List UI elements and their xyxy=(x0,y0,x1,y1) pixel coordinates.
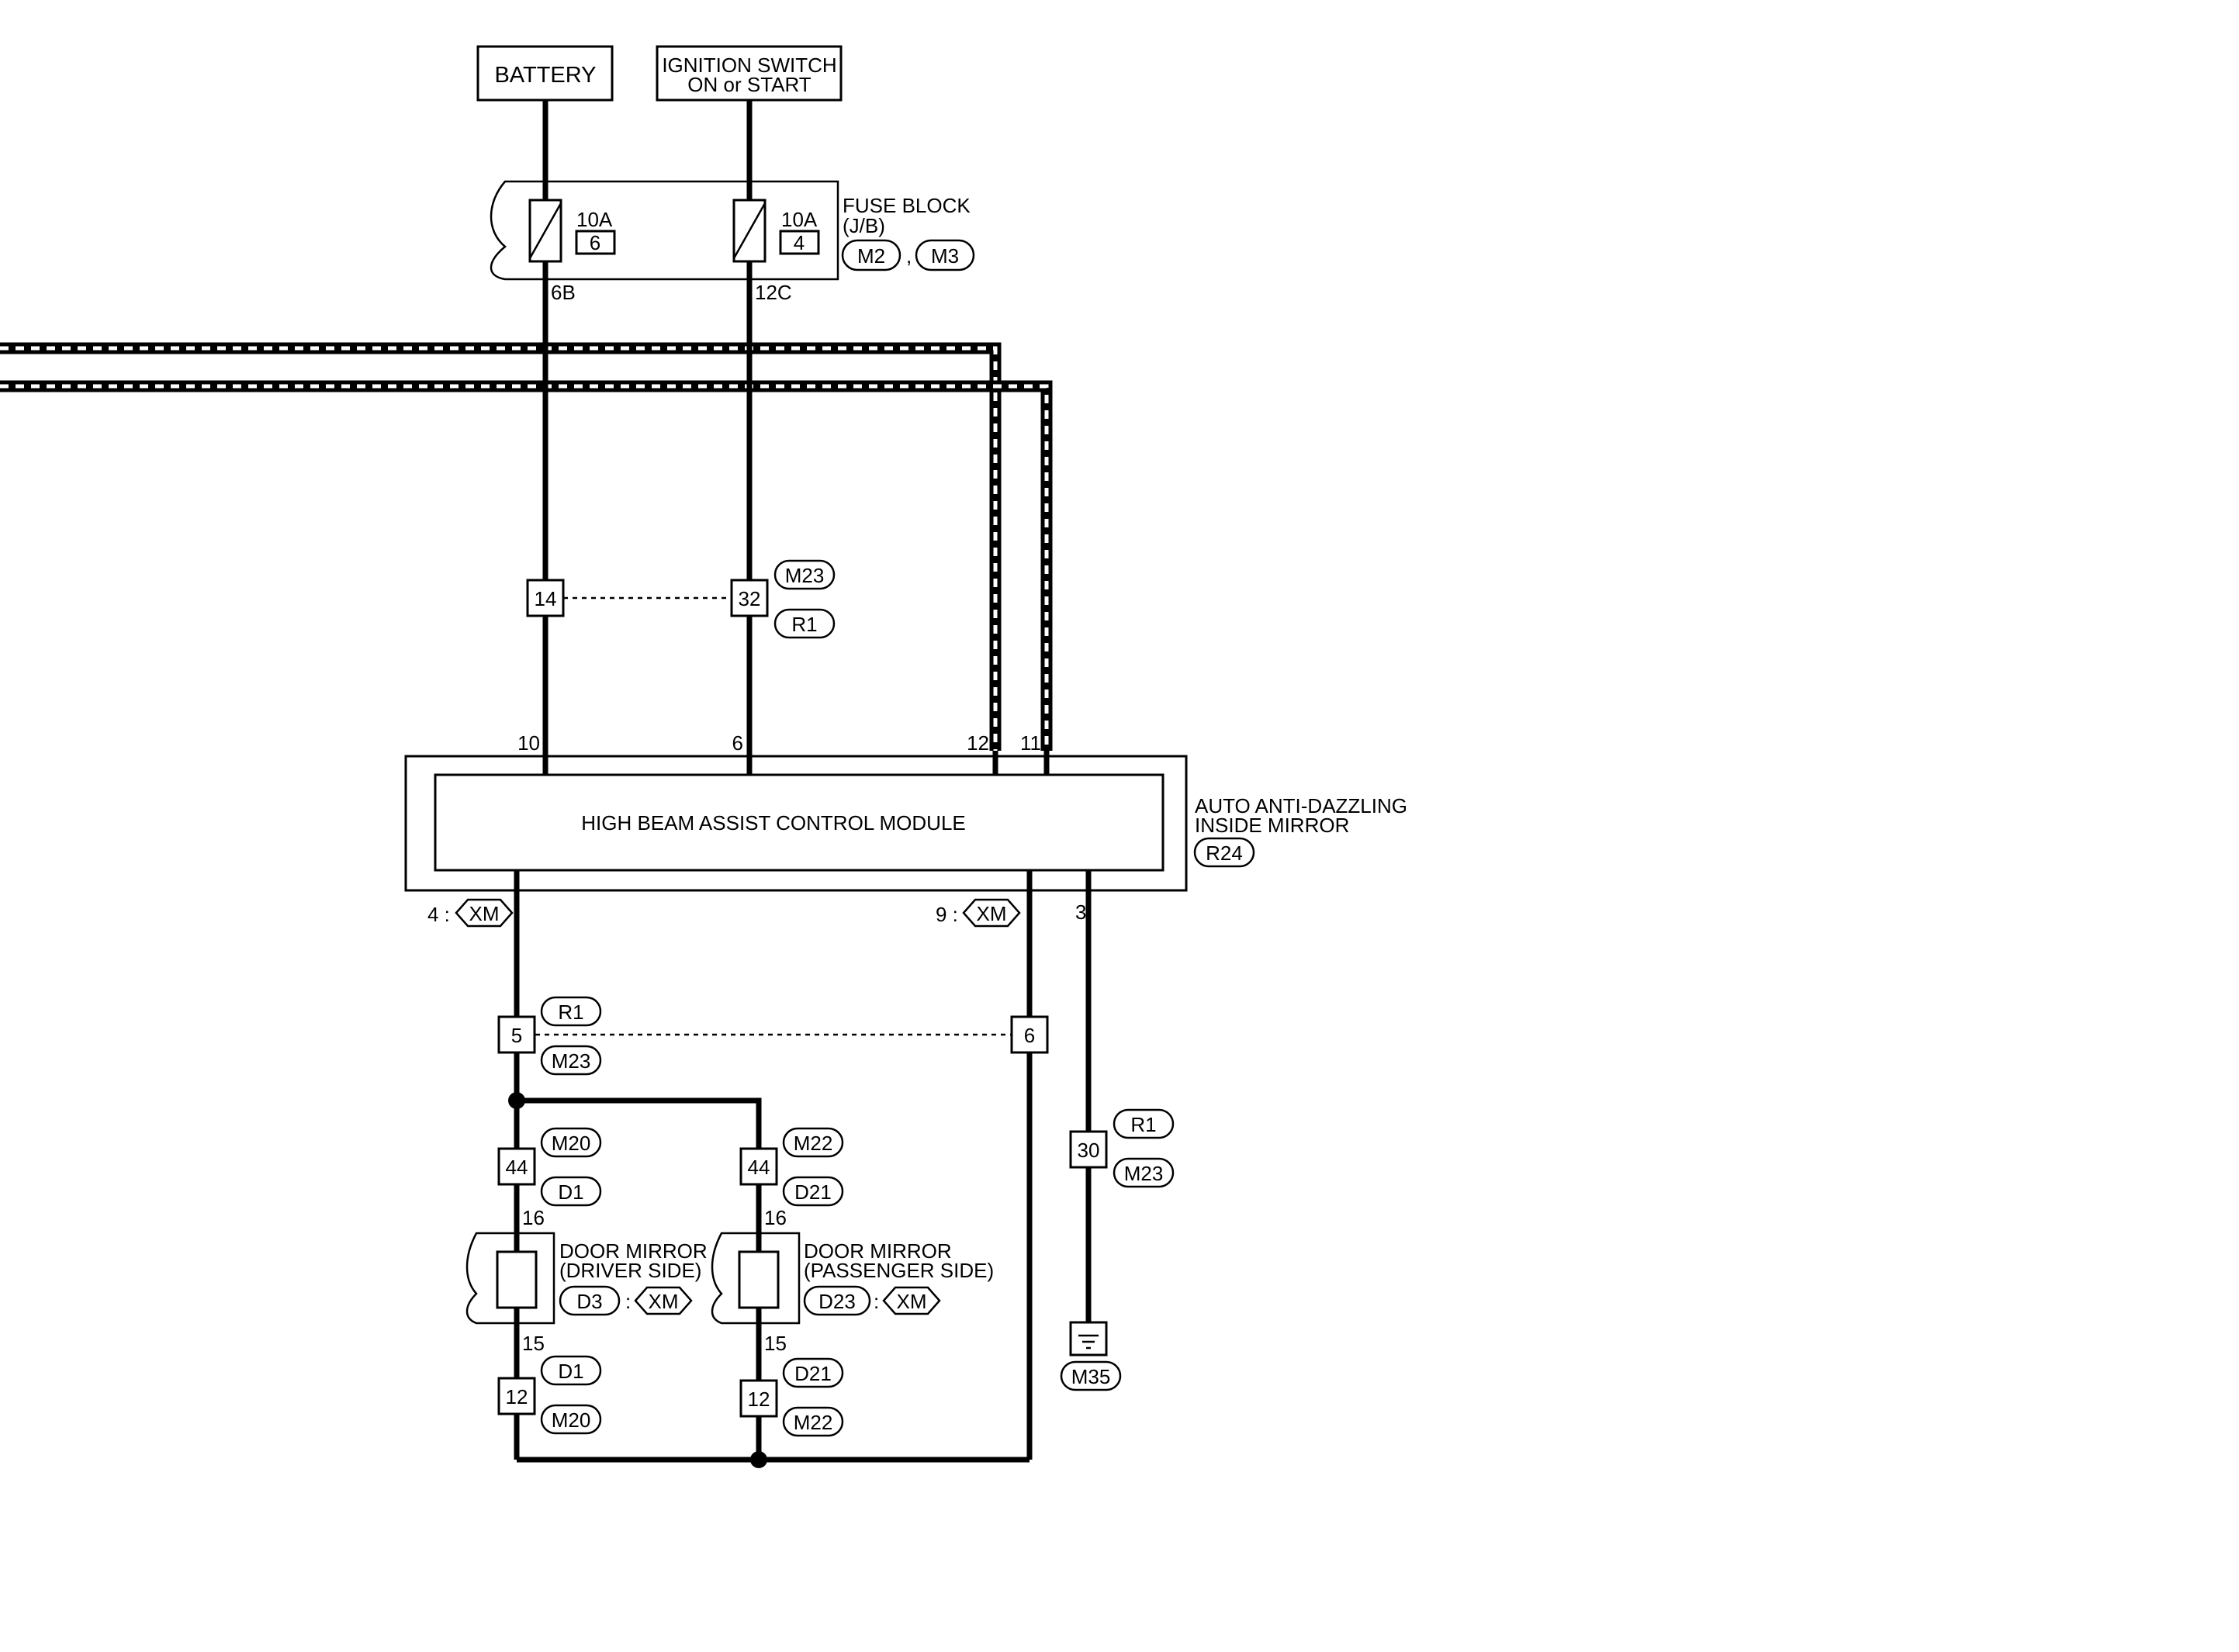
module-pin-3: 3 xyxy=(1075,900,1086,924)
passenger-variant: XM xyxy=(897,1290,927,1313)
fuse-conn-m3: M3 xyxy=(931,244,959,268)
fuse-conn-m2: M2 xyxy=(857,244,885,268)
module-name: HIGH BEAM ASSIST CONTROL MODULE xyxy=(581,811,966,835)
ground-symbol-icon xyxy=(1069,1321,1108,1357)
driver-conn-d1-top: D1 xyxy=(558,1180,583,1204)
passenger-terminal-16: 16 xyxy=(764,1206,787,1229)
joint-connector-upper: 14 32 M23 R1 xyxy=(526,559,836,639)
auto-anti-dazzling-mirror: HIGH BEAM ASSIST CONTROL MODULE 10 6 12 … xyxy=(404,731,1407,928)
fuse-block-sub: (J/B) xyxy=(843,214,885,237)
module-label-2: INSIDE MIRROR xyxy=(1195,814,1349,837)
fuse-block: 10A 6 10A 4 FUSE BLOCK (J/B) M2 , M3 6B … xyxy=(490,180,975,304)
module-pin4-variant: XM xyxy=(469,902,500,925)
module-pin-4: 4 : xyxy=(427,903,450,926)
driver-pin-44: 44 xyxy=(506,1156,528,1179)
fuse2-rating: 10A xyxy=(781,208,818,231)
driver-terminal-16: 16 xyxy=(522,1206,545,1229)
passenger-mirror-motor-icon xyxy=(738,1250,780,1309)
driver-mirror-motor-icon xyxy=(496,1250,538,1309)
module-pin-10: 10 xyxy=(517,731,540,755)
battery-source: BATTERY xyxy=(476,45,614,102)
passenger-terminal-15: 15 xyxy=(764,1332,787,1355)
fuse2-number: 4 xyxy=(794,231,805,254)
splice-upper xyxy=(508,1092,525,1109)
driver-conn-m20-top: M20 xyxy=(552,1132,591,1155)
driver-variant: XM xyxy=(649,1290,679,1313)
passenger-conn-m22-bottom: M22 xyxy=(794,1411,833,1434)
driver-conn-d3: D3 xyxy=(576,1290,602,1313)
passenger-conn-sep: : xyxy=(874,1290,879,1313)
module-pin9-variant: XM xyxy=(977,902,1007,925)
passenger-conn-m22-top: M22 xyxy=(794,1132,833,1155)
ground-circuit: 30 R1 M23 M35 xyxy=(1060,1108,1175,1391)
joint-upper-pin-14: 14 xyxy=(535,587,557,610)
joint-lower-pin-6: 6 xyxy=(1024,1024,1035,1047)
module-label-1: AUTO ANTI-DAZZLING xyxy=(1195,794,1407,817)
passenger-pin-44: 44 xyxy=(748,1156,770,1179)
passenger-pin-12: 12 xyxy=(748,1388,770,1411)
door-mirror-driver: 44 M20 D1 16 DOOR MIRROR (DRIVER SIDE) D… xyxy=(465,1127,708,1435)
module-pin-12: 12 xyxy=(967,731,989,755)
joint-upper-conn-r1: R1 xyxy=(791,613,817,636)
driver-pin-12: 12 xyxy=(506,1385,528,1408)
ignition-label-1: IGNITION SWITCH xyxy=(662,54,836,77)
module-conn-r24: R24 xyxy=(1206,842,1243,865)
driver-mirror-name-2: (DRIVER SIDE) xyxy=(559,1259,701,1282)
driver-conn-m20-bottom: M20 xyxy=(552,1408,591,1432)
joint-upper-conn-m23: M23 xyxy=(785,564,825,587)
door-mirror-passenger: 44 M22 D21 16 DOOR MIRROR (PASSENGER SID… xyxy=(711,1127,994,1437)
battery-label: BATTERY xyxy=(494,63,596,88)
module-pin-9: 9 : xyxy=(936,903,958,926)
ground-conn-m23: M23 xyxy=(1124,1162,1164,1185)
driver-conn-d1-bottom: D1 xyxy=(558,1360,583,1383)
fuse-conn-sep: , xyxy=(906,244,912,268)
ground-pin-30: 30 xyxy=(1078,1139,1100,1162)
passenger-mirror-name-1: DOOR MIRROR xyxy=(804,1239,952,1263)
driver-terminal-15: 15 xyxy=(522,1332,545,1355)
passenger-conn-d23: D23 xyxy=(818,1290,856,1313)
splice-lower xyxy=(750,1451,767,1468)
passenger-conn-d21-top: D21 xyxy=(794,1180,832,1204)
joint-lower-conn-r1: R1 xyxy=(558,1001,583,1024)
module-pin-6: 6 xyxy=(732,731,743,755)
ignition-source: IGNITION SWITCH ON or START xyxy=(656,45,843,102)
module-pin-11: 11 xyxy=(1020,731,1041,755)
passenger-mirror-name-2: (PASSENGER SIDE) xyxy=(804,1259,994,1282)
driver-conn-sep: : xyxy=(625,1290,631,1313)
joint-lower-conn-m23: M23 xyxy=(552,1049,591,1073)
fuse1-rating: 10A xyxy=(576,208,613,231)
fuse-terminal-12c: 12C xyxy=(755,281,792,304)
ignition-label-2: ON or START xyxy=(687,73,812,96)
fuse-terminal-6b: 6B xyxy=(551,281,576,304)
fuse-block-title: FUSE BLOCK xyxy=(843,194,971,217)
shielded-cables xyxy=(0,342,1053,751)
driver-mirror-name-1: DOOR MIRROR xyxy=(559,1239,708,1263)
joint-connector-lower: 5 6 R1 M23 xyxy=(497,996,1049,1076)
joint-upper-pin-32: 32 xyxy=(739,587,761,610)
joint-lower-pin-5: 5 xyxy=(511,1024,522,1047)
ground-conn-r1: R1 xyxy=(1130,1113,1156,1136)
passenger-conn-d21-bottom: D21 xyxy=(794,1362,832,1385)
fuse1-number: 6 xyxy=(590,231,600,254)
ground-conn-m35: M35 xyxy=(1071,1365,1111,1388)
